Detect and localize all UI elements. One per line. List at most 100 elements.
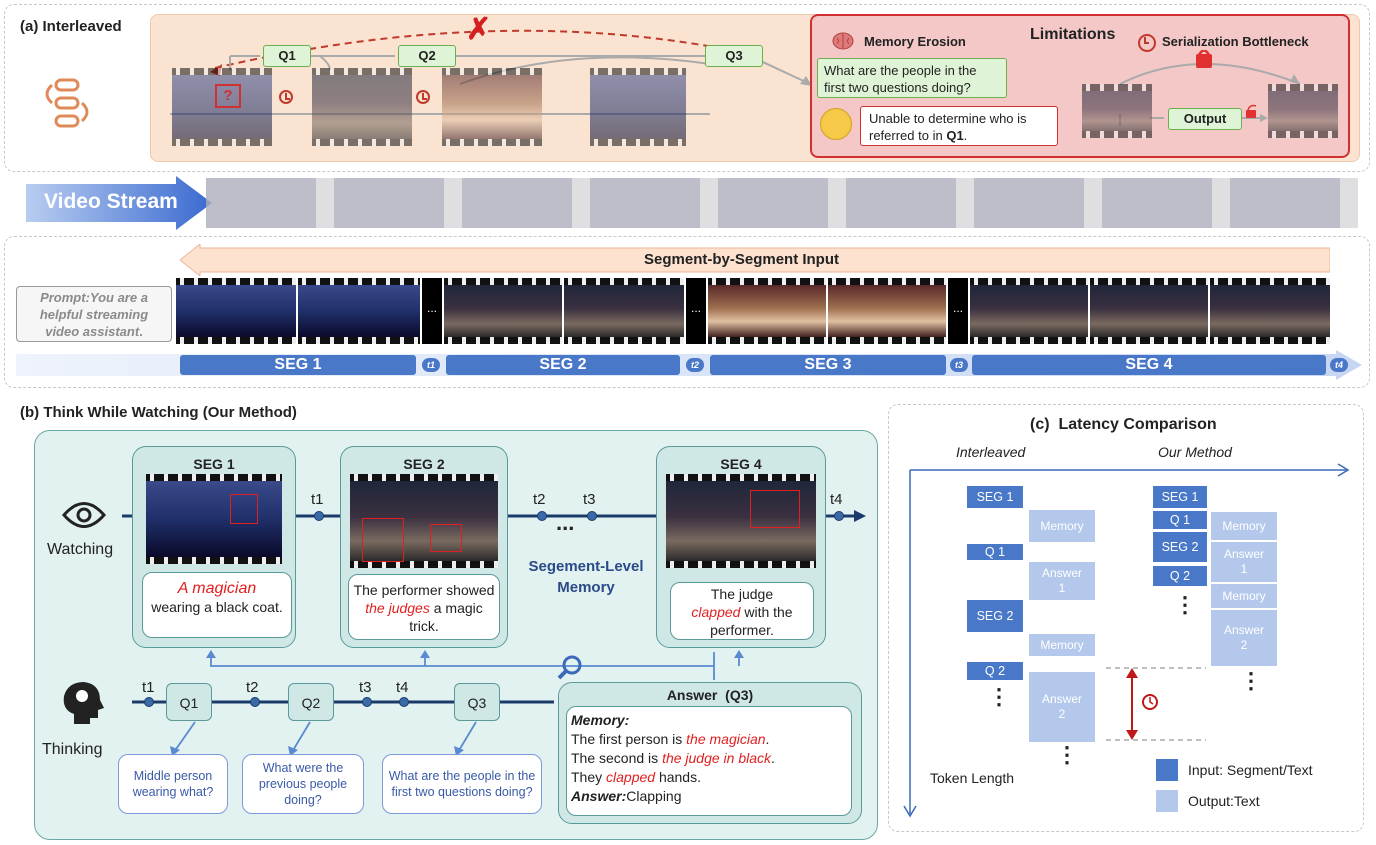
brain-icon	[832, 32, 854, 50]
time-tag-t4: t4	[1330, 358, 1348, 372]
our-method-input-bar: Q 2	[1153, 566, 1207, 586]
our-method-input-bar: SEG 2	[1153, 532, 1207, 562]
input-frame	[708, 278, 826, 344]
interleaved-frame-3	[442, 68, 542, 146]
time-tag-t1: t1	[422, 358, 440, 372]
answer-line-1: The first person is	[571, 731, 687, 747]
input-gap: ...	[686, 278, 706, 344]
answer-line-1-end: .	[765, 731, 770, 747]
loop-icon	[45, 78, 89, 128]
video-stream-label: Video Stream	[44, 190, 178, 213]
think-while-watching-title: (b) Think While Watching (Our Method)	[20, 404, 297, 421]
answer-answer-label: Answer:	[571, 788, 627, 804]
token-length-label: Token Length	[930, 770, 1015, 786]
right-in-vdots: ⋮	[1174, 592, 1196, 617]
answer-line-1-red: the magician	[686, 731, 766, 747]
our-method-output-bar: Memory	[1211, 512, 1277, 540]
latency-title: (c) Latency Comparison	[1030, 416, 1217, 433]
thinking-head-icon	[63, 682, 104, 724]
left-in-vdots: ⋮	[988, 684, 1010, 709]
interleaved-output-bar: Answer 1	[1029, 562, 1095, 600]
limit-frame-1	[1082, 84, 1152, 138]
seg3-bar: SEG 3	[710, 355, 946, 375]
clock-icon	[279, 90, 293, 104]
limitations-title: Limitations	[1030, 26, 1116, 43]
seg2-highlight	[430, 524, 462, 552]
watch-tick-t2: t2	[533, 491, 546, 508]
think-q2: Q2	[288, 683, 334, 721]
q1-bubble: Middle person wearing what?	[118, 754, 228, 814]
watch-tick-t4: t4	[830, 491, 843, 508]
watch-dot-t4	[834, 511, 844, 521]
interleaved-output-bar: Answer 2	[1029, 672, 1095, 742]
seg4-caption-pre: The judge	[710, 586, 774, 602]
seg4-bar: SEG 4	[972, 355, 1326, 375]
answer-line-2-red: the judge in black	[662, 750, 772, 766]
unable-period: .	[963, 128, 968, 143]
answer-body: Memory: The first person is the magician…	[566, 706, 852, 816]
seg4-card-frame	[666, 474, 816, 568]
interleaved-input-bar: SEG 2	[967, 600, 1023, 632]
q3-question-box: What are the people in the first two que…	[817, 58, 1007, 98]
interleaved-panel	[4, 4, 1370, 172]
input-frame	[828, 278, 946, 344]
answer-value: Clapping	[626, 788, 682, 804]
interleaved-input-bar: SEG 1	[967, 486, 1023, 508]
video-stream-strip	[206, 178, 1358, 228]
magnifier-icon	[557, 655, 582, 680]
legend-input-label: Input: Segment/Text	[1188, 762, 1313, 778]
segment-input-label: Segment-by-Segment Input	[644, 251, 840, 268]
interleaved-output-bar: Memory	[1029, 634, 1095, 656]
think-tick-t4: t4	[396, 679, 409, 696]
left-out-vdots: ⋮	[1056, 742, 1078, 767]
think-dot-t3	[362, 697, 372, 707]
watch-dot-t1	[314, 511, 324, 521]
unable-box: Unable to determine who is referred to i…	[860, 106, 1058, 146]
unable-text: Unable to determine who is referred to i…	[869, 111, 1027, 143]
interleaved-col-label: Interleaved	[956, 444, 1026, 460]
time-tag-t2: t2	[686, 358, 704, 372]
seg4-caption: The judge clapped with the performer.	[670, 582, 814, 640]
right-out-vdots: ⋮	[1240, 668, 1262, 693]
seg1-highlight	[230, 494, 258, 524]
input-frame	[970, 278, 1088, 344]
interleaved-title: (a) Interleaved	[20, 18, 122, 35]
our-method-output-bar: Answer 1	[1211, 542, 1277, 582]
think-q3: Q3	[454, 683, 500, 721]
seg2-caption: The performer showed the judges a magic …	[348, 574, 500, 640]
legend-output-label: Output:Text	[1188, 793, 1260, 809]
watch-tick-t3: t3	[583, 491, 596, 508]
input-frame	[1090, 278, 1208, 344]
interleaved-frame-2	[312, 68, 412, 146]
seg1-caption-red: A magician	[177, 580, 257, 597]
answer-title: Answer (Q3)	[666, 687, 754, 703]
think-dot-t2	[250, 697, 260, 707]
answer-memory-label: Memory:	[571, 712, 630, 728]
memory-erosion-label: Memory Erosion	[864, 34, 966, 49]
watch-dot-t3	[587, 511, 597, 521]
output-tag: Output	[1168, 108, 1242, 130]
video-stream-arrow	[26, 176, 212, 230]
confused-emoji-icon	[820, 108, 852, 140]
seg2-caption-post: a magic trick.	[409, 600, 483, 634]
q3-bubble: What are the people in the first two que…	[382, 754, 542, 814]
q3-tag: Q3	[705, 45, 763, 67]
segment-memory-label: Segement-Level Memory	[528, 558, 644, 596]
our-method-col-label: Our Method	[1158, 444, 1232, 460]
answer-line-3-red: clapped	[606, 769, 656, 785]
seg1-card-title: SEG 1	[193, 456, 235, 472]
think-tick-t1: t1	[142, 679, 155, 696]
interleaved-output-bar: Memory	[1029, 510, 1095, 542]
watch-ellipsis: ...	[556, 510, 575, 535]
clock-icon	[416, 90, 430, 104]
limit-frame-2	[1268, 84, 1338, 138]
seg1-card-frame	[146, 474, 282, 564]
seg2-card-title: SEG 2	[403, 456, 445, 472]
seg2-bar: SEG 2	[446, 355, 680, 375]
legend-output-swatch	[1156, 790, 1178, 812]
prompt-box: Prompt:You are a helpful streaming video…	[16, 286, 172, 342]
segment-input-arrow	[180, 244, 1330, 276]
interleaved-input-bar: Q 2	[967, 662, 1023, 680]
input-gap: ...	[948, 278, 968, 344]
